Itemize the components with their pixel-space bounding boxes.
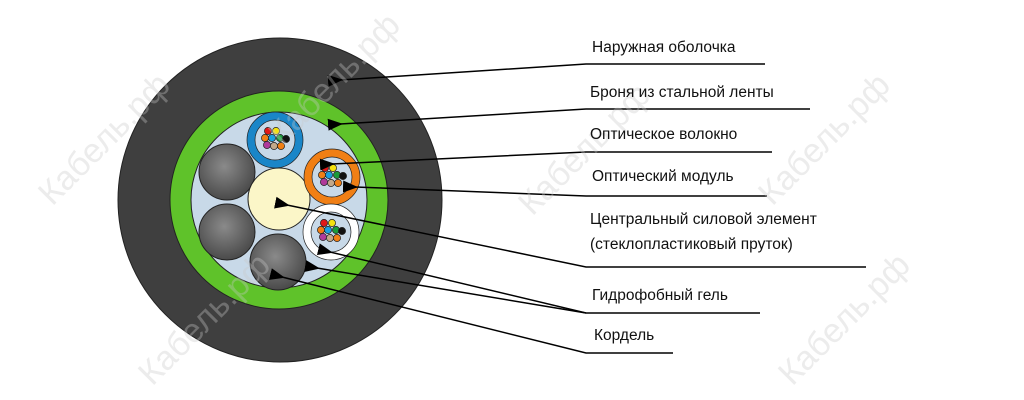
optical-fiber: [277, 142, 285, 150]
optical-fiber: [338, 227, 346, 235]
callout-optical-module: [342, 180, 767, 197]
optical-fiber: [272, 127, 280, 135]
optical-fiber: [268, 134, 276, 142]
optical-fiber: [270, 142, 278, 150]
optical-fiber: [263, 141, 271, 149]
optical-fiber: [321, 164, 329, 172]
callout-central-member: [274, 196, 866, 268]
label-optical-fiber: Оптическое волокно: [590, 126, 738, 143]
optical-fiber: [319, 233, 327, 241]
callout-lines: [268, 63, 866, 354]
optical-fiber: [324, 226, 332, 234]
optical-fiber: [329, 164, 337, 172]
optical-fiber: [320, 178, 328, 186]
label-steel-armor: Броня из стальной ленты: [590, 84, 774, 101]
label-gel: Гидрофобный гель: [592, 287, 728, 304]
optical-fiber: [334, 179, 342, 187]
optical-fiber: [318, 171, 326, 179]
callout-outer-sheath: [327, 63, 765, 87]
optical-fiber: [261, 134, 269, 142]
callout-cord: [268, 268, 673, 354]
cord: [198, 143, 256, 201]
label-central-member: Центральный силовой элемент: [590, 211, 817, 228]
callout-optical-fiber: [319, 151, 772, 171]
callout-gel-2: [304, 260, 587, 314]
optical-fiber: [264, 127, 272, 135]
cord: [198, 203, 256, 261]
callout-steel-armor: [327, 108, 810, 131]
optical-fiber: [327, 179, 335, 187]
optical-fiber: [339, 172, 347, 180]
optical-fiber: [282, 135, 290, 143]
optical-fiber: [317, 226, 325, 234]
label-optical-module: Оптический модуль: [592, 168, 734, 185]
label-central-member-note: (стеклопластиковый пруток): [590, 236, 793, 253]
optical-fiber: [333, 234, 341, 242]
optical-fiber: [326, 234, 334, 242]
central-strength-member: [247, 167, 311, 231]
optical-fiber: [325, 171, 333, 179]
label-cord: Кордель: [594, 327, 655, 344]
optical-fiber: [328, 219, 336, 227]
optical-fiber: [320, 219, 328, 227]
label-outer-sheath: Наружная оболочка: [592, 39, 736, 56]
